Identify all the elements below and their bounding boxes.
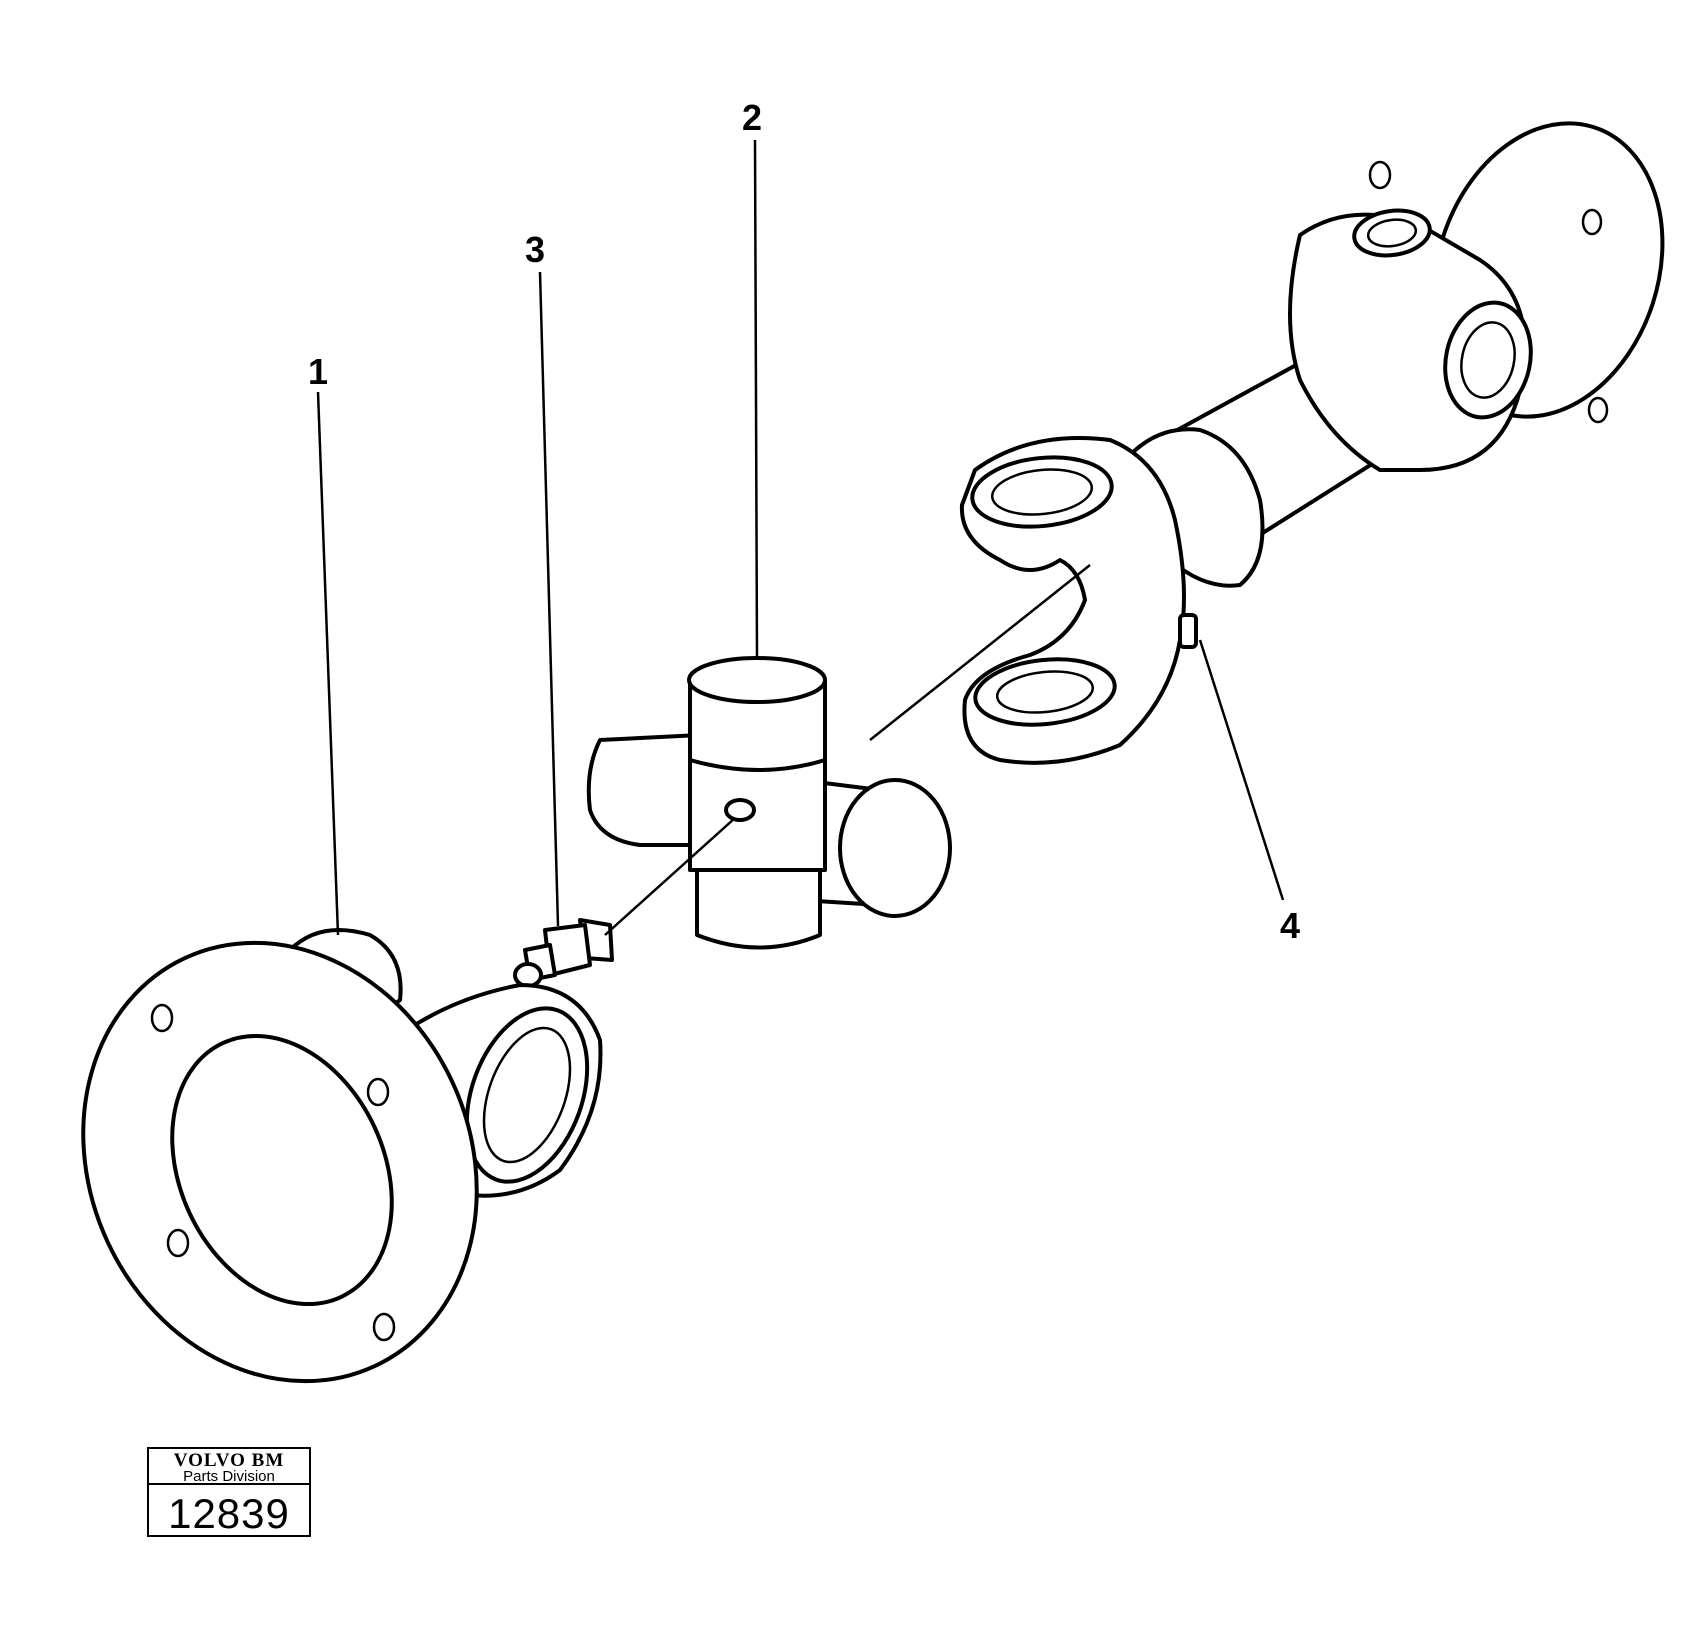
callout-label-1: 1 — [308, 351, 328, 392]
part-1-flange-yoke — [81, 928, 603, 1384]
callout-label-3: 3 — [525, 229, 545, 270]
stamp-division: Parts Division — [183, 1468, 275, 1485]
part-3-grease-nipple — [513, 918, 614, 988]
part-2-universal-joint-cross — [586, 656, 952, 950]
callout-2: 2 — [742, 97, 762, 659]
assembly-axis-line — [604, 817, 736, 936]
part-4-propeller-shaft — [959, 121, 1665, 765]
assembly-axis-line — [869, 564, 1091, 741]
callout-label-4: 4 — [1280, 905, 1300, 946]
callout-1: 1 — [308, 351, 340, 936]
stamp-brand: VOLVO BM — [174, 1450, 285, 1471]
parts-division-stamp: VOLVO BM Parts Division 12839 — [147, 1447, 311, 1537]
callout-label-2: 2 — [742, 97, 762, 138]
callout-4: 4 — [1198, 639, 1300, 946]
callout-3: 3 — [525, 229, 560, 927]
stamp-number: 12839 — [168, 1490, 290, 1537]
